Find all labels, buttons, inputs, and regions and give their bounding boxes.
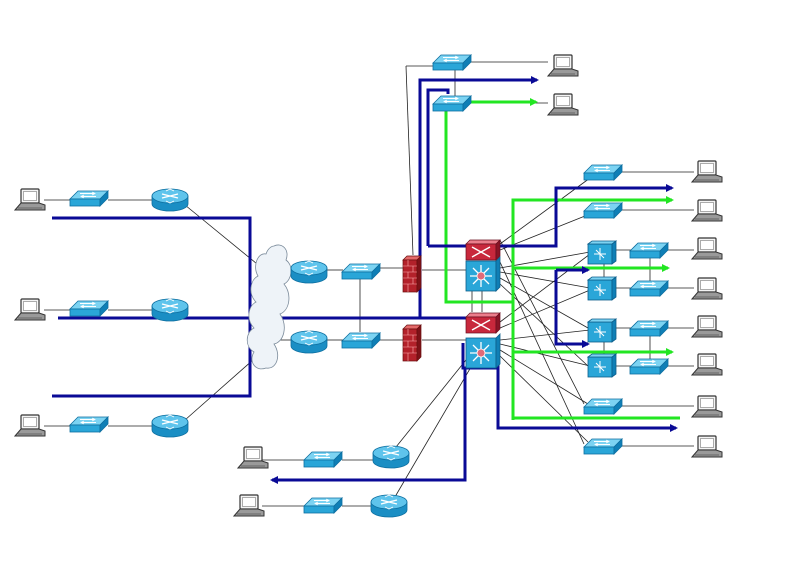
module-icon[interactable] bbox=[587, 353, 617, 378]
switch-icon[interactable] bbox=[629, 358, 669, 375]
switch-icon[interactable] bbox=[583, 164, 623, 181]
switch-icon[interactable] bbox=[432, 54, 472, 71]
switch-icon[interactable] bbox=[629, 280, 669, 297]
switch-icon[interactable] bbox=[629, 320, 669, 337]
green-flow-right-1 bbox=[511, 196, 674, 420]
module-icon[interactable] bbox=[587, 240, 617, 265]
router-icon[interactable] bbox=[290, 260, 328, 284]
switch-icon[interactable] bbox=[341, 263, 381, 280]
switch-icon[interactable] bbox=[69, 190, 109, 207]
green-flow-top bbox=[444, 98, 538, 304]
firewall-icon[interactable] bbox=[402, 324, 422, 362]
laptop-icon[interactable] bbox=[547, 93, 579, 116]
core-switch-icon[interactable] bbox=[465, 239, 501, 261]
firewall-icon[interactable] bbox=[402, 255, 422, 293]
switch-icon[interactable] bbox=[303, 497, 343, 514]
laptop-icon[interactable] bbox=[691, 395, 723, 418]
laptop-icon[interactable] bbox=[691, 237, 723, 260]
laptop-icon[interactable] bbox=[233, 494, 265, 517]
switch-icon[interactable] bbox=[341, 332, 381, 349]
laptop-icon[interactable] bbox=[691, 315, 723, 338]
router-icon[interactable] bbox=[290, 330, 328, 354]
blue-flow-top-3 bbox=[428, 184, 674, 248]
laptop-icon[interactable] bbox=[691, 277, 723, 300]
blue-flow-right-1 bbox=[554, 270, 590, 348]
switch-icon[interactable] bbox=[583, 438, 623, 455]
laptop-icon[interactable] bbox=[237, 446, 269, 469]
laptop-icon[interactable] bbox=[14, 298, 46, 321]
laptop-icon[interactable] bbox=[691, 435, 723, 458]
blue-flow-left-3 bbox=[52, 318, 252, 398]
router-icon[interactable] bbox=[151, 188, 189, 212]
router-icon[interactable] bbox=[151, 414, 189, 438]
switch-icon[interactable] bbox=[69, 300, 109, 317]
blue-flow-top-2 bbox=[426, 88, 450, 246]
secondary-flow-paths bbox=[444, 98, 680, 420]
core-switch-icon[interactable] bbox=[465, 312, 501, 334]
module-icon[interactable] bbox=[587, 276, 617, 301]
thin-links bbox=[44, 61, 694, 507]
primary-flow-paths bbox=[52, 76, 678, 484]
laptop-icon[interactable] bbox=[691, 160, 723, 183]
blue-flow-left-1 bbox=[52, 216, 252, 318]
blue-flow-bottom-left bbox=[270, 368, 467, 484]
switch-icon[interactable] bbox=[303, 451, 343, 468]
wan-cloud-icon bbox=[246, 244, 292, 370]
router-icon[interactable] bbox=[151, 298, 189, 322]
laptop-icon[interactable] bbox=[14, 414, 46, 437]
laptop-icon[interactable] bbox=[691, 199, 723, 222]
router-icon[interactable] bbox=[372, 445, 410, 469]
laptop-icon[interactable] bbox=[691, 353, 723, 376]
switch-icon[interactable] bbox=[629, 242, 669, 259]
core-switch-icon[interactable] bbox=[465, 333, 501, 369]
module-icon[interactable] bbox=[587, 318, 617, 343]
laptop-icon[interactable] bbox=[14, 188, 46, 211]
switch-icon[interactable] bbox=[583, 202, 623, 219]
switch-icon[interactable] bbox=[583, 398, 623, 415]
switch-icon[interactable] bbox=[432, 95, 472, 112]
core-switch-icon[interactable] bbox=[465, 256, 501, 292]
switch-icon[interactable] bbox=[69, 416, 109, 433]
laptop-icon[interactable] bbox=[547, 54, 579, 77]
router-icon[interactable] bbox=[370, 494, 408, 518]
blue-flow-top-1 bbox=[418, 76, 539, 318]
blue-flow-bottom-right bbox=[496, 368, 678, 432]
